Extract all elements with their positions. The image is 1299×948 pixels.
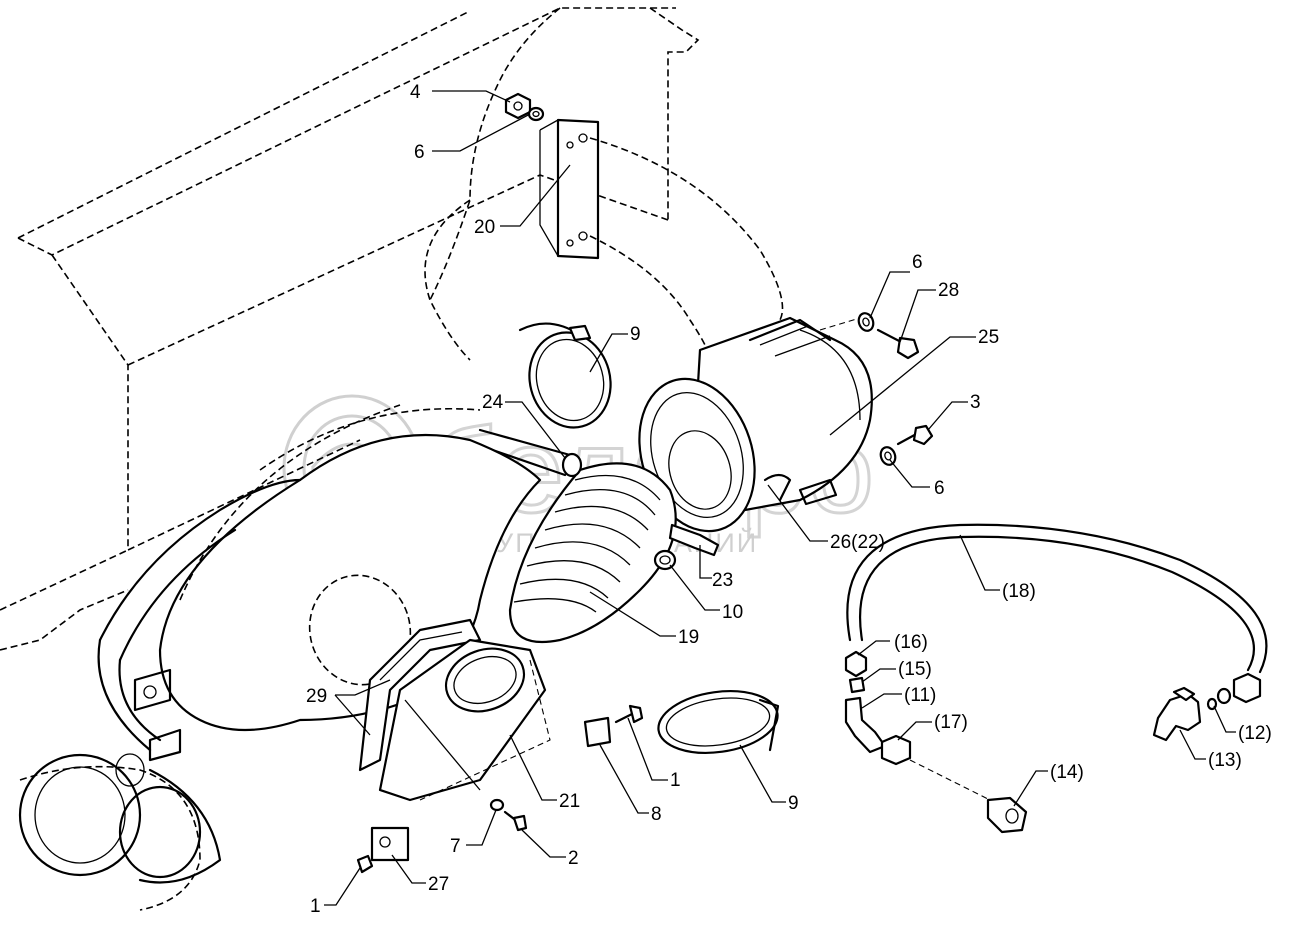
intake-funnel-21 [378,638,551,802]
callout-15: (15) [898,659,932,680]
callout-19: 19 [678,627,699,648]
callout-24: 24 [482,392,504,413]
bolt-3 [896,424,934,446]
callout-21: 21 [559,791,580,812]
nut-12-group [1206,672,1262,711]
callout-9: 9 [788,793,799,814]
callout-20: 20 [474,217,495,238]
washer-6-right-bottom [879,446,897,466]
tee-fitting-13 [1152,686,1202,742]
washer-6-right-top [857,312,875,332]
callout-6: 6 [934,478,945,499]
callout-11: (11) [904,685,936,706]
callout-9: 9 [630,324,641,345]
callout-14: (14) [1050,762,1084,783]
bolt-1-bottom [356,854,374,874]
callout-2: 2 [568,848,579,869]
callout-6: 6 [414,142,425,163]
callout-7: 7 [450,836,461,857]
fitting-23 [668,523,720,557]
callout-1: 1 [310,896,321,917]
machine-body-outline [0,7,700,911]
nut-17 [880,734,912,766]
bolt-1-right [614,704,644,724]
hose-clamp-9-top [518,322,612,429]
hose-clamp-9-bottom [657,690,780,754]
callout-29: 29 [306,686,327,707]
callout-8: 8 [651,804,662,825]
callout-16: (16) [894,632,928,653]
plate-27 [370,826,410,862]
callout-18: (18) [1002,581,1036,602]
callout-1: 1 [670,770,681,791]
bellows-hose [508,462,677,644]
callout-10: 10 [722,602,743,623]
clamp-10 [653,549,677,571]
fitting-14 [986,796,1028,834]
callout-28: 28 [938,280,959,301]
callout-13: (13) [1208,750,1242,771]
plate-8 [583,716,612,748]
callout-23: 23 [712,570,733,591]
callout-17: (17) [934,712,968,733]
bolt-28 [876,328,920,360]
callout-4: 4 [410,82,421,103]
hose-18 [846,523,1268,674]
nut-16 [844,650,868,678]
callout-25: 25 [978,327,999,348]
mounting-plate [539,118,600,260]
nut-4 [504,92,532,120]
leader-lines [324,90,1236,906]
washer-6-top [527,106,545,122]
bolt-2 [503,810,528,832]
callout-labels: 4 6 20 6 28 9 25 3 24 6 26(22) 23 10 (18… [306,82,1272,917]
callout-27: 27 [428,874,449,895]
air-filter-housing [638,316,873,533]
callout-3: 3 [970,392,981,413]
washer-7 [489,798,505,812]
lower-left-assembly [18,668,222,884]
callout-6: 6 [912,252,923,273]
cyclone-housing [97,404,542,752]
ferrule-15 [848,676,866,694]
intake-bracket-29 [358,618,482,772]
callout-12: (12) [1238,723,1272,744]
callout-26-22: 26(22) [830,532,885,553]
